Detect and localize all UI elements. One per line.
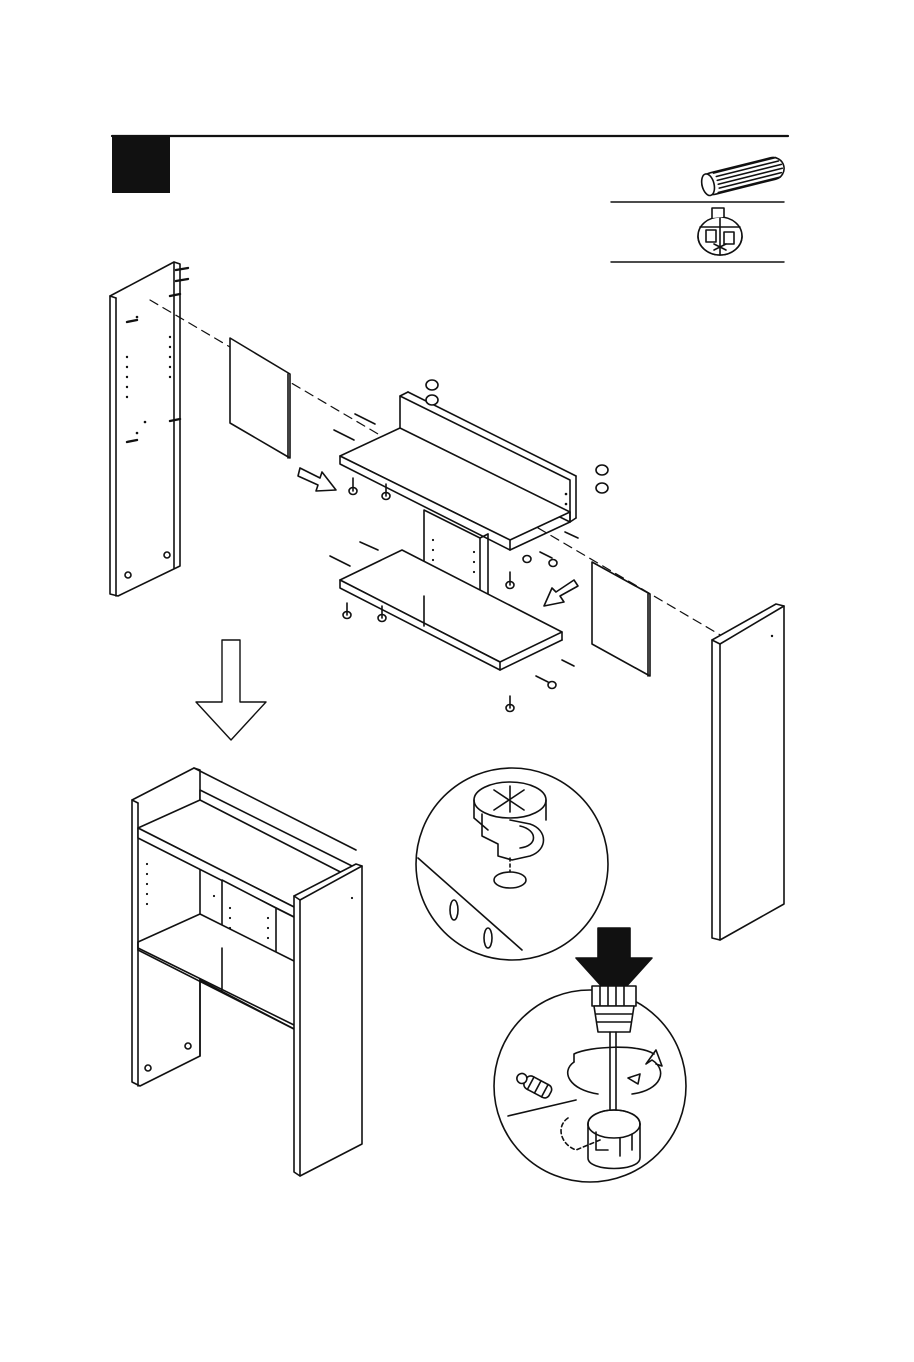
step-number-marker bbox=[112, 137, 170, 193]
cam-lock-icon bbox=[588, 1110, 640, 1169]
left-side-panel bbox=[110, 262, 188, 596]
cam-lock-detail bbox=[416, 768, 608, 960]
right-side-panel bbox=[712, 604, 784, 940]
wood-dowel-icon bbox=[700, 155, 787, 197]
screwdriver-tighten-detail bbox=[494, 928, 686, 1182]
parts-legend bbox=[611, 155, 786, 262]
cam-lock-icon bbox=[698, 208, 742, 255]
step-header bbox=[112, 136, 788, 193]
assembled-hutch bbox=[132, 768, 362, 1176]
result-direction-arrow bbox=[196, 640, 266, 740]
left-back-panel bbox=[230, 338, 290, 458]
insert-direction-arrow bbox=[544, 580, 578, 606]
right-back-panel bbox=[592, 562, 650, 676]
insert-direction-arrow bbox=[298, 468, 336, 491]
